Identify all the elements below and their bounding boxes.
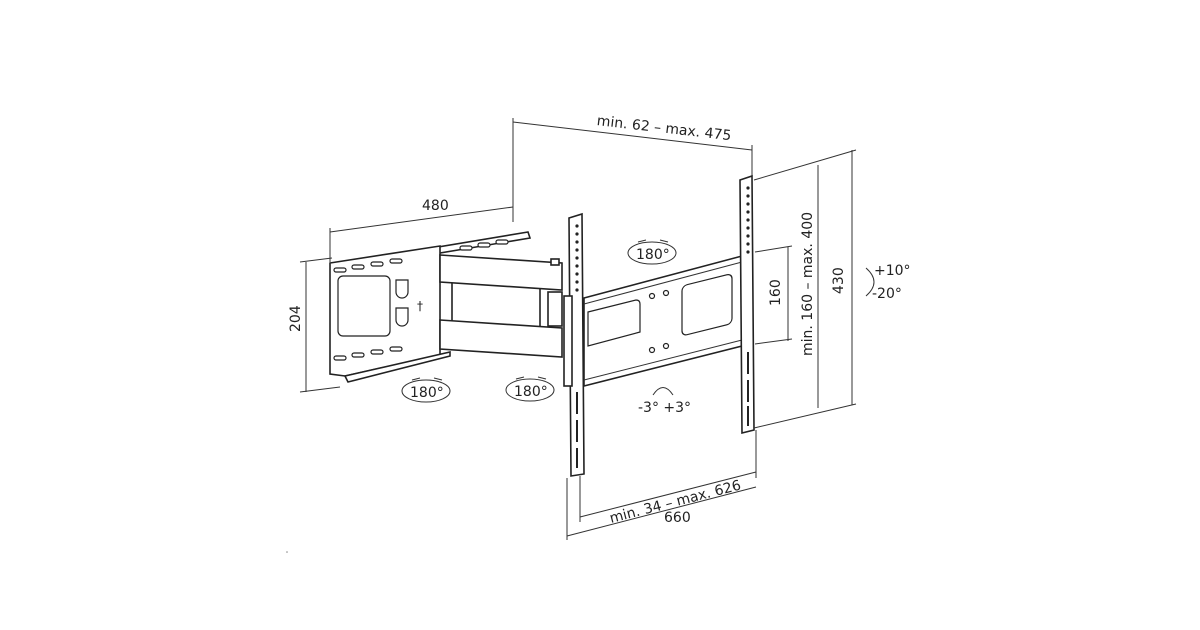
wall-plate: † xyxy=(329,231,532,383)
dim-vesa-vertical: min. 160 – max. 400 xyxy=(753,149,857,429)
swing-arm xyxy=(439,254,563,358)
rotation-tv-label: 180° xyxy=(636,247,670,263)
tv-rail-right xyxy=(739,174,755,435)
dim-wall-plate-width: 480 xyxy=(329,198,514,262)
tilt-arrow-icon xyxy=(865,267,875,297)
dim-wall-plate-width-label: 480 xyxy=(422,198,449,214)
tv-rail-left xyxy=(563,212,585,477)
rail-holes xyxy=(575,186,750,468)
level-adjust-label: -3° +3° xyxy=(638,400,691,416)
dim-overall-height: 430 xyxy=(831,150,853,405)
rotation-badge-tv: 180° xyxy=(627,239,677,265)
svg-text:†: † xyxy=(417,299,423,313)
dim-arm-extension: min. 62 – max. 475 xyxy=(512,113,753,222)
level-adjust: -3° +3° xyxy=(638,387,691,416)
dim-overall-width-label: 660 xyxy=(664,510,691,526)
dim-vesa-vertical-label: min. 160 – max. 400 xyxy=(800,212,816,356)
dim-overall-width: 660 xyxy=(566,478,757,540)
rotation-wall-label: 180° xyxy=(410,385,444,401)
tilt-down-label: -20° xyxy=(872,286,902,302)
swivel-arrow-icon xyxy=(411,377,443,381)
dim-overall-height-label: 430 xyxy=(831,267,847,294)
dim-wall-plate-height-label: 204 xyxy=(288,305,304,332)
rotation-badge-arm: 180° xyxy=(505,376,555,402)
tv-bracket-crossbar xyxy=(583,254,743,388)
rotation-arm-label: 180° xyxy=(514,384,548,400)
dim-vesa-fixed: 160 xyxy=(754,245,793,345)
swivel-arrow-icon xyxy=(637,239,669,243)
dim-vesa-fixed-label: 160 xyxy=(768,279,784,306)
dim-wall-plate-height: 204 xyxy=(288,257,341,393)
level-arc-icon xyxy=(652,387,674,396)
tilt-up-label: +10° xyxy=(874,263,911,279)
rotation-badge-wall: 180° xyxy=(401,377,451,403)
swivel-arrow-icon xyxy=(515,376,547,380)
tilt-indicator: +10° -20° xyxy=(865,263,911,302)
